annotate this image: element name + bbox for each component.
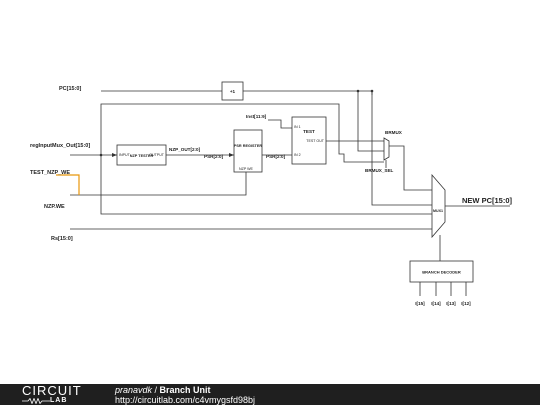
- test-in-b-port: IN 2: [294, 153, 301, 157]
- wire-test-nzp-we: [56, 174, 80, 195]
- wire-mux-sel: [412, 235, 441, 263]
- circuit-url[interactable]: http://circuitlab.com/c4vmygsfd98bj: [115, 395, 256, 405]
- label-i13: I[13]: [446, 301, 456, 306]
- wire-brmux-out: [389, 145, 432, 191]
- schematic-canvas: +1 INPUT OUTPUT NZP TESTER PSR REGISTER …: [30, 81, 513, 306]
- nzp-tester-output-port: OUTPUT: [149, 153, 165, 157]
- label-nzp-we: NZP.WE: [44, 204, 65, 210]
- nzp-tester-name: NZP TESTER: [130, 154, 154, 158]
- junction-dot: [356, 89, 360, 93]
- arrow-head: [229, 153, 234, 157]
- circuit-title: Branch Unit: [159, 385, 211, 395]
- author-link[interactable]: pranavdk: [115, 385, 153, 395]
- resistor-wave-icon: [22, 398, 50, 404]
- wire-pc-to-mux1: [371, 91, 432, 206]
- label-rs: Rs[15:0]: [51, 236, 73, 242]
- label-new-pc: NEW PC[15:0]: [462, 196, 513, 205]
- circuitlab-logo[interactable]: CIRCUIT LAB: [22, 384, 92, 405]
- label-i14: I[14]: [431, 301, 441, 306]
- psr-register-name: PSR REGISTER: [234, 144, 263, 148]
- junction-dot: [370, 89, 374, 93]
- logo-text-bottom: LAB: [50, 397, 68, 404]
- label-i15: I[15]: [415, 301, 425, 306]
- label-nzp-out: NZP_OUT[2:0]: [169, 147, 201, 152]
- nzp-tester-block: INPUT OUTPUT NZP TESTER: [116, 144, 167, 166]
- mux1-label: MUX1: [433, 209, 443, 213]
- label-psr-b: PSR[2:0]: [266, 154, 286, 159]
- wire-nzp-we: [70, 172, 247, 196]
- label-brmux-sel: BRMUX_SEL: [365, 168, 394, 173]
- label-psr-a: PSR[2:0]: [204, 154, 224, 159]
- brmux-block: [383, 137, 390, 161]
- logo-text-top: CIRCUIT: [22, 383, 82, 398]
- wire-inst: [268, 119, 292, 129]
- label-inst: Inst[11:9]: [246, 114, 267, 119]
- wire-decoder-inputs: [419, 282, 467, 296]
- plus-one-label: +1: [230, 89, 236, 94]
- footer-bar: CIRCUIT LAB pranavdk / Branch Unit http:…: [0, 384, 540, 405]
- nzp-tester-input-port: INPUT: [119, 153, 131, 157]
- plus-one-block: +1: [221, 81, 244, 101]
- branch-decoder-block: BRANCH DECODER: [409, 260, 474, 283]
- wire-top-loop: [100, 103, 384, 163]
- wire-rim-to-mux1: [100, 155, 432, 215]
- branch-decoder-name: BRANCH DECODER: [422, 270, 461, 275]
- label-i12: I[12]: [461, 301, 471, 306]
- psr-register-block: PSR REGISTER NZP WE: [233, 129, 263, 173]
- label-brmux: BRMUX: [385, 130, 403, 135]
- label-pc: PC[15:0]: [59, 86, 81, 92]
- author-title-line: pranavdk / Branch Unit: [115, 385, 211, 395]
- label-test-nzp-we: TEST_NZP_WE: [30, 170, 70, 176]
- test-in-a-port: IN 1: [294, 125, 301, 129]
- junction-dot: [99, 153, 103, 157]
- wires: [56, 89, 510, 296]
- test-block: TEST IN 1 IN 2 TEST OUT: [291, 116, 327, 165]
- arrow-head: [112, 153, 117, 157]
- signal-labels: PC[15:0] Inst[11:9] regInputMux_Out[15:0…: [30, 86, 513, 306]
- mux1-block: MUX1: [431, 173, 446, 239]
- test-name: TEST: [303, 129, 315, 134]
- psr-register-port: NZP WE: [239, 167, 254, 171]
- test-out-port: TEST OUT: [306, 139, 325, 143]
- label-reg-input-mux-out: regInputMux_Out[15:0]: [30, 143, 90, 149]
- separator: /: [152, 385, 160, 395]
